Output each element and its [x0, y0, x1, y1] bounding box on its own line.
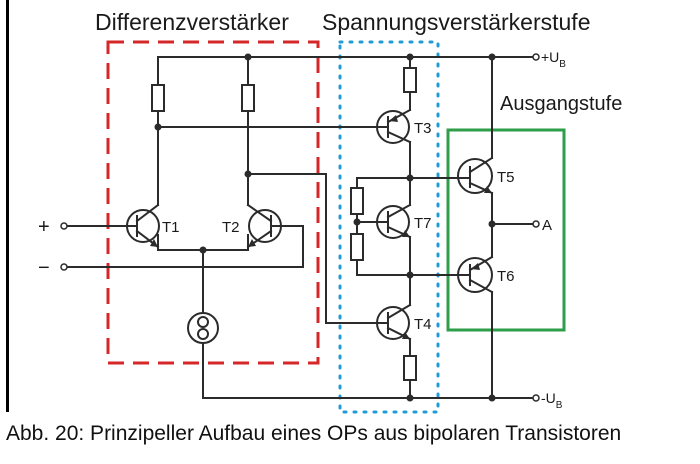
junction-dots [154, 53, 496, 402]
transistor-t5 [457, 156, 494, 195]
left-border-bar [6, 0, 9, 412]
terminal-plus [60, 222, 68, 230]
diff-amp-box [106, 40, 320, 365]
heading-output-stage: Ausgangstufe [500, 93, 622, 115]
figure-caption: Abb. 20: Prinzipeller Aufbau eines OPs a… [6, 422, 622, 445]
resistor-r4 [350, 187, 364, 215]
transistor-t1 [126, 203, 160, 249]
transistor-t7 [375, 203, 412, 239]
output-stage-box [446, 128, 566, 332]
output-label: A [542, 217, 552, 234]
resistor-r1 [151, 84, 165, 112]
label-t3: T3 [414, 120, 432, 137]
transistor-t4 [376, 303, 412, 341]
terminal-supply-pos [532, 53, 540, 61]
label-t2: T2 [222, 219, 240, 236]
heading-voltage-amplifier-stage: Spannungsverstärkerstufe [322, 9, 591, 35]
terminal-minus [60, 263, 68, 271]
label-t6: T6 [497, 268, 515, 285]
resistor-r3 [403, 67, 417, 93]
current-source [187, 312, 219, 344]
heading-differential-amplifier: Differenzverstärker [95, 9, 289, 35]
label-t7: T7 [414, 215, 432, 232]
resistor-r5 [350, 233, 364, 261]
label-t5: T5 [497, 169, 515, 186]
label-t4: T4 [414, 316, 432, 333]
terminal-output [532, 220, 540, 228]
input-plus-label: + [38, 216, 50, 238]
input-minus-label: − [38, 257, 50, 279]
supply-pos-label: +UB [541, 49, 566, 70]
resistor-r2 [241, 84, 255, 112]
transistor-t2 [246, 203, 283, 249]
transistor-t3 [376, 108, 412, 144]
terminal-supply-neg [532, 394, 540, 402]
transistor-t6 [457, 255, 494, 294]
supply-neg-label: -UB [541, 390, 563, 411]
resistor-r6 [403, 355, 417, 381]
volt-stage-box [338, 40, 440, 414]
label-t1: T1 [162, 219, 180, 236]
wiring [66, 56, 534, 399]
